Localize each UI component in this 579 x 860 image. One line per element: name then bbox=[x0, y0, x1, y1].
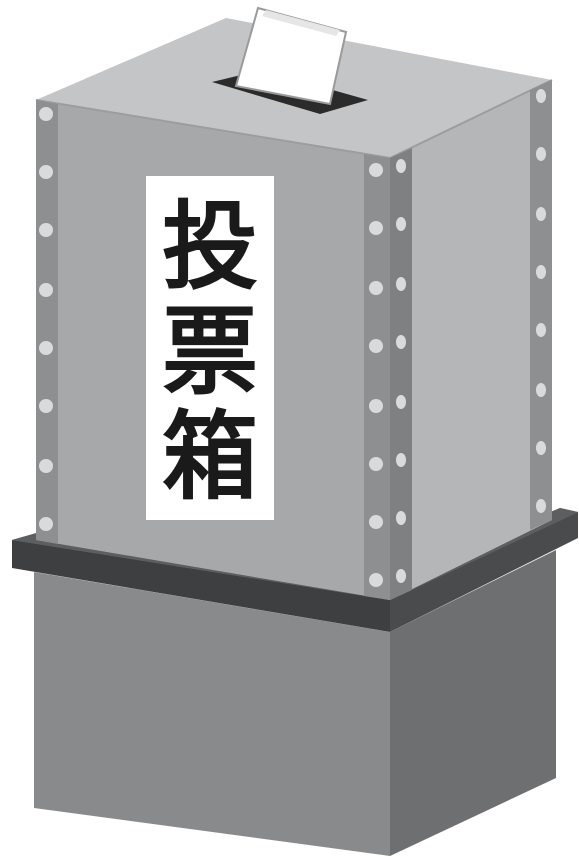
base-side-face bbox=[390, 550, 556, 856]
label-char-2: 票 bbox=[162, 296, 258, 408]
rivet bbox=[39, 107, 53, 121]
corner-strip-front-left bbox=[36, 100, 58, 544]
rivet bbox=[369, 399, 383, 413]
base-rim-side bbox=[390, 512, 578, 632]
label-background bbox=[146, 176, 274, 520]
rivet bbox=[39, 459, 53, 473]
rivet bbox=[39, 165, 53, 179]
rivet bbox=[369, 515, 383, 529]
rivet bbox=[536, 207, 546, 221]
ballot-box-label: 投 票 箱 bbox=[146, 176, 274, 520]
rivet bbox=[369, 457, 383, 471]
corner-strip-side-left bbox=[390, 148, 412, 600]
rivet bbox=[536, 323, 546, 337]
rivet bbox=[396, 335, 406, 349]
label-char-1: 投 bbox=[162, 191, 258, 303]
rivet bbox=[536, 147, 546, 161]
rivet bbox=[369, 339, 383, 353]
base-front-face bbox=[34, 572, 390, 856]
rivet bbox=[396, 453, 406, 467]
rivet bbox=[369, 163, 383, 177]
rivet bbox=[536, 441, 546, 455]
rivet bbox=[39, 283, 53, 297]
ballot-box-base bbox=[12, 508, 578, 856]
base-rim-front bbox=[12, 540, 390, 632]
rivet bbox=[369, 221, 383, 235]
ballot-box-body bbox=[35, 6, 553, 600]
ballot-paper bbox=[234, 6, 348, 106]
rivet bbox=[396, 395, 406, 409]
rivet bbox=[396, 277, 406, 291]
rivet bbox=[39, 399, 53, 413]
rivet bbox=[536, 499, 546, 513]
rivet bbox=[536, 383, 546, 397]
ballot-paper-back bbox=[262, 10, 340, 36]
rivet bbox=[396, 217, 406, 231]
rivets bbox=[39, 89, 546, 587]
box-side-face bbox=[390, 80, 552, 600]
corner-strip-back-right bbox=[530, 80, 552, 530]
rivet bbox=[396, 511, 406, 525]
rivet bbox=[39, 517, 53, 531]
rivet bbox=[39, 341, 53, 355]
corner-strip-front-right bbox=[364, 154, 390, 600]
label-char-3: 箱 bbox=[162, 401, 258, 513]
rivet bbox=[39, 223, 53, 237]
rivet bbox=[396, 569, 406, 583]
rivet bbox=[536, 89, 546, 103]
rivet bbox=[369, 281, 383, 295]
rivet bbox=[369, 573, 383, 587]
rivet bbox=[396, 159, 406, 173]
rivet bbox=[536, 265, 546, 279]
